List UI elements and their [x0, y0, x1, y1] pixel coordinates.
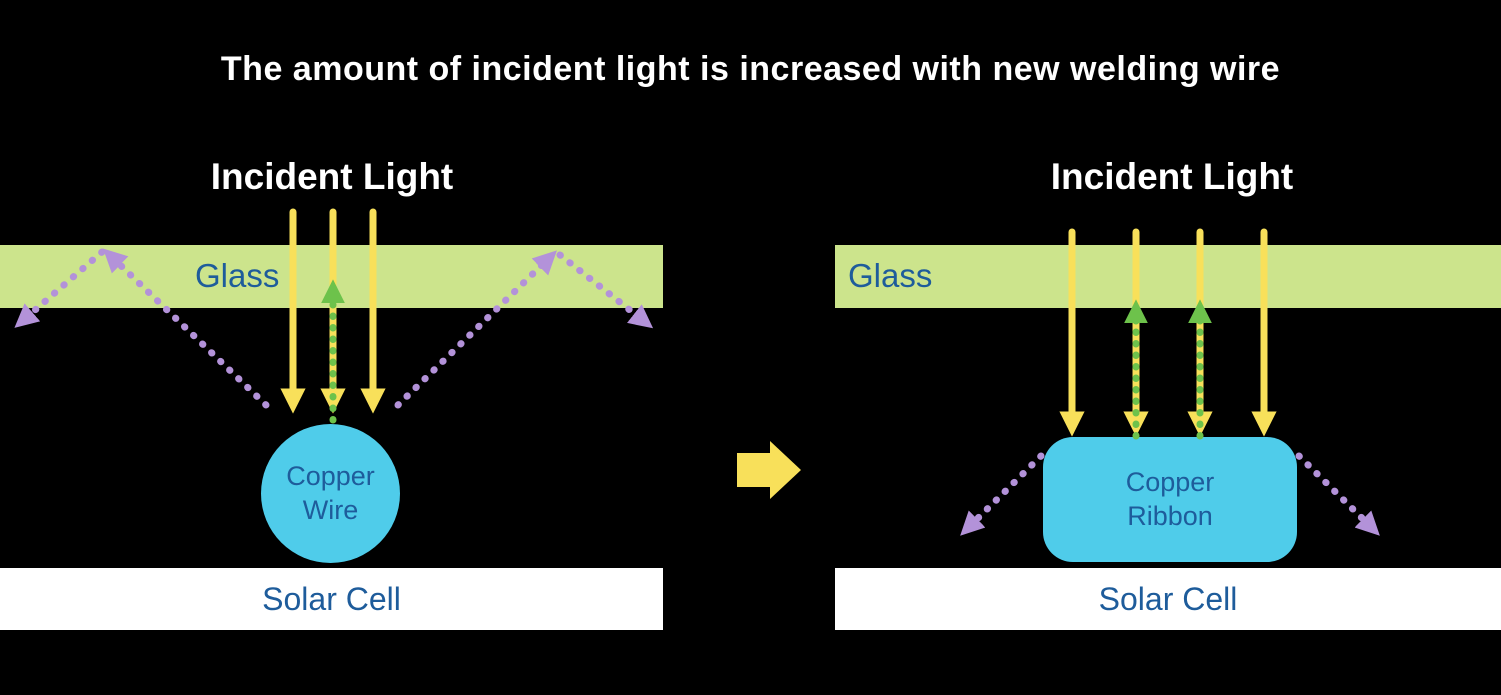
- copper-ribbon-label-line1: Copper: [1125, 466, 1215, 497]
- deflected-arrow-right-right: [1295, 452, 1380, 536]
- solar-cell-label-right: Solar Cell: [1098, 580, 1238, 617]
- glass-band-left: Glass: [0, 245, 663, 308]
- solar-cell-left: Solar Cell: [0, 568, 663, 630]
- incident-light-label-left: Incident Light: [210, 156, 454, 197]
- incident-light-label-right: Incident Light: [1050, 156, 1294, 197]
- solar-cell-right: Solar Cell: [835, 568, 1501, 630]
- diagram-title: The amount of incident light is increase…: [220, 50, 1281, 88]
- deflected-arrow-right-left: [960, 452, 1045, 536]
- copper-wire-label-line2: Wire: [302, 494, 359, 525]
- solar-cell-label-left: Solar Cell: [262, 580, 401, 617]
- copper-wire-label-line1: Copper: [286, 460, 375, 491]
- copper-ribbon-label-line2: Ribbon: [1127, 500, 1213, 531]
- glass-label-right: Glass: [848, 256, 933, 294]
- copper-ribbon-rect: Copper Ribbon: [1043, 437, 1297, 562]
- copper-wire-circle: Copper Wire: [261, 424, 400, 563]
- glass-label-left: Glass: [195, 256, 280, 294]
- glass-band-right: Glass: [835, 245, 1501, 308]
- transition-right-arrow-icon: [737, 441, 801, 499]
